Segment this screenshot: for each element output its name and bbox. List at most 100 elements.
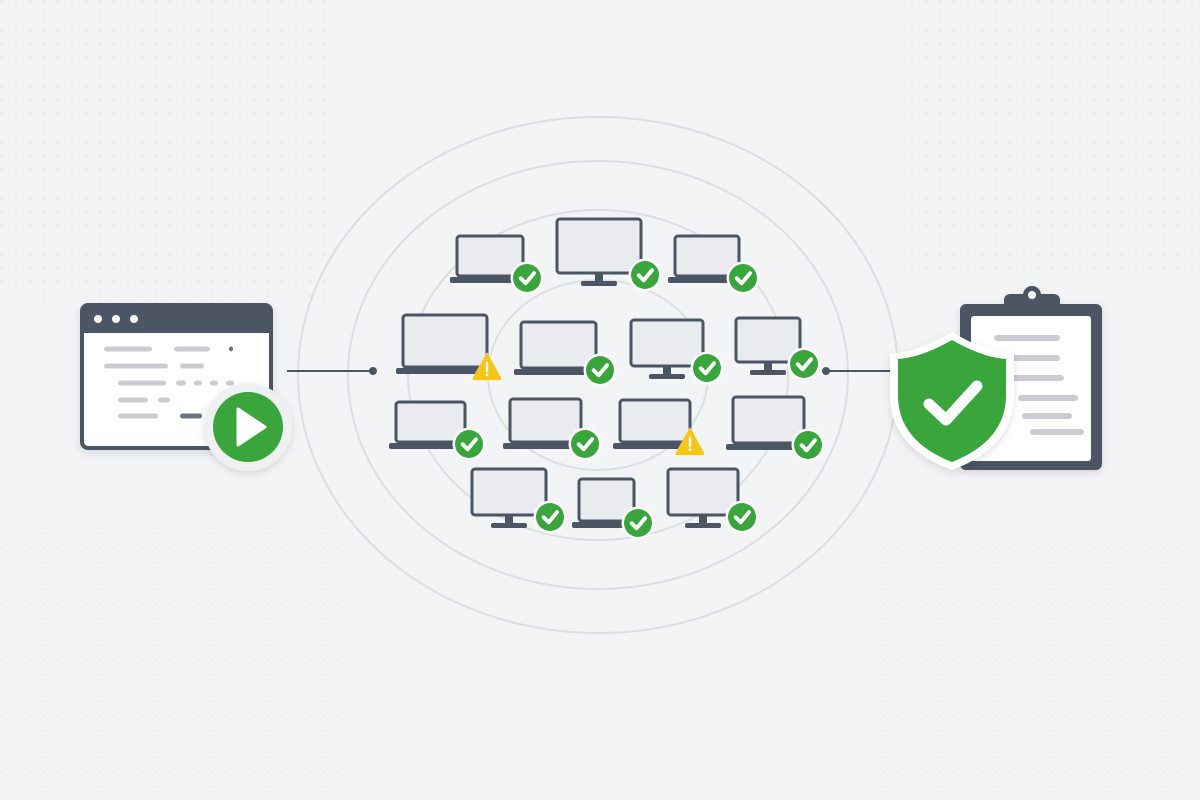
check-mark [629, 516, 647, 531]
check-badge-fill [586, 356, 614, 384]
laptop-icon [726, 395, 811, 450]
script-line-6 [118, 380, 166, 386]
device-4-3 [666, 467, 759, 534]
monitor-screen [555, 217, 643, 275]
shield-check-icon [890, 332, 1014, 470]
script-window [80, 303, 292, 471]
script-line-8 [194, 380, 202, 386]
check-circle-icon [628, 258, 662, 292]
play-icon [204, 383, 292, 471]
check-circle-icon [726, 261, 760, 295]
monitor-stand [649, 374, 685, 379]
dot-pattern-bottom-right [870, 540, 1200, 800]
laptop-screen [618, 398, 692, 444]
script-line-2 [174, 346, 210, 352]
window-dot-1 [94, 315, 102, 323]
connector-right-dot [822, 367, 830, 375]
laptop-screen [455, 234, 525, 278]
check-mark [541, 510, 559, 525]
laptop-base [514, 369, 603, 375]
monitor-screen [629, 318, 705, 368]
device-3-2 [503, 397, 602, 461]
monitor-icon [629, 318, 705, 379]
check-badge-fill [513, 264, 541, 292]
device-fleet [389, 217, 825, 540]
check-circle-icon [452, 427, 486, 461]
check-circle-icon [791, 428, 825, 462]
window-titlebar [82, 305, 271, 333]
laptop-icon [396, 313, 494, 374]
warning-triangle-icon [674, 427, 706, 456]
dot-pattern-top-right [900, 0, 1200, 280]
script-line-5 [180, 363, 204, 369]
check-badge-fill [571, 430, 599, 458]
check-mark [636, 268, 654, 283]
check-mark [576, 437, 594, 452]
laptop-screen [394, 400, 467, 444]
monitor-screen [734, 316, 802, 364]
check-badge-fill [624, 509, 652, 537]
check-circle-icon [725, 500, 759, 534]
check-mark [733, 510, 751, 525]
check-circle-icon [533, 500, 567, 534]
monitor-icon [734, 316, 802, 375]
laptop-icon [613, 398, 697, 449]
script-line-13 [118, 413, 158, 419]
check-badge-fill [536, 503, 564, 531]
check-badge-fill [455, 430, 483, 458]
window-dot-2 [112, 315, 120, 323]
check-circle-icon [787, 347, 821, 381]
connectors [287, 367, 893, 375]
check-mark [799, 438, 817, 453]
report-line-4 [1018, 395, 1078, 401]
monitor-screen [470, 467, 548, 517]
warning-triangle-icon [471, 352, 503, 381]
device-1-3 [668, 234, 760, 295]
monitor-icon [555, 217, 643, 286]
window-dot-3 [130, 315, 138, 323]
laptop-base [503, 443, 588, 449]
ring-3 [407, 209, 789, 541]
monitor-stand [491, 523, 527, 528]
device-2-3 [629, 318, 724, 385]
shield-fill [898, 340, 1006, 462]
check-mark [460, 437, 478, 452]
check-badge-fill [728, 503, 756, 531]
report-line-1 [994, 335, 1060, 341]
script-line-1 [104, 346, 152, 352]
device-3-3 [613, 398, 706, 456]
laptop-base [389, 443, 472, 449]
laptop-base [613, 443, 697, 449]
check-badge-fill [794, 431, 822, 459]
device-2-1 [396, 313, 503, 381]
script-line-3 [229, 346, 233, 352]
laptop-icon [503, 397, 588, 449]
laptop-icon [450, 234, 530, 283]
monitor-stand [685, 523, 721, 528]
script-line-11 [118, 397, 148, 403]
clipboard-report [890, 286, 1102, 470]
script-line-14 [180, 413, 202, 419]
device-2-4 [734, 316, 821, 381]
monitor-screen [666, 467, 740, 517]
check-badge-fill [790, 350, 818, 378]
script-line-10 [226, 380, 234, 386]
device-2-2 [514, 320, 617, 387]
monitor-neck [764, 363, 772, 371]
report-line-2 [1004, 355, 1060, 361]
check-circle-icon [583, 353, 617, 387]
check-mark [518, 271, 536, 286]
check-mark [795, 357, 813, 372]
clipboard-clip-hole [1028, 291, 1036, 299]
laptop-screen [731, 395, 806, 445]
monitor-neck [699, 516, 707, 524]
laptop-base [450, 277, 530, 283]
script-line-12 [158, 397, 170, 403]
warning-exclamation-dot [485, 373, 489, 377]
laptop-screen [519, 320, 598, 370]
dot-pattern-bottom-left [0, 520, 360, 800]
monitor-neck [595, 274, 603, 282]
monitor-neck [505, 516, 513, 524]
